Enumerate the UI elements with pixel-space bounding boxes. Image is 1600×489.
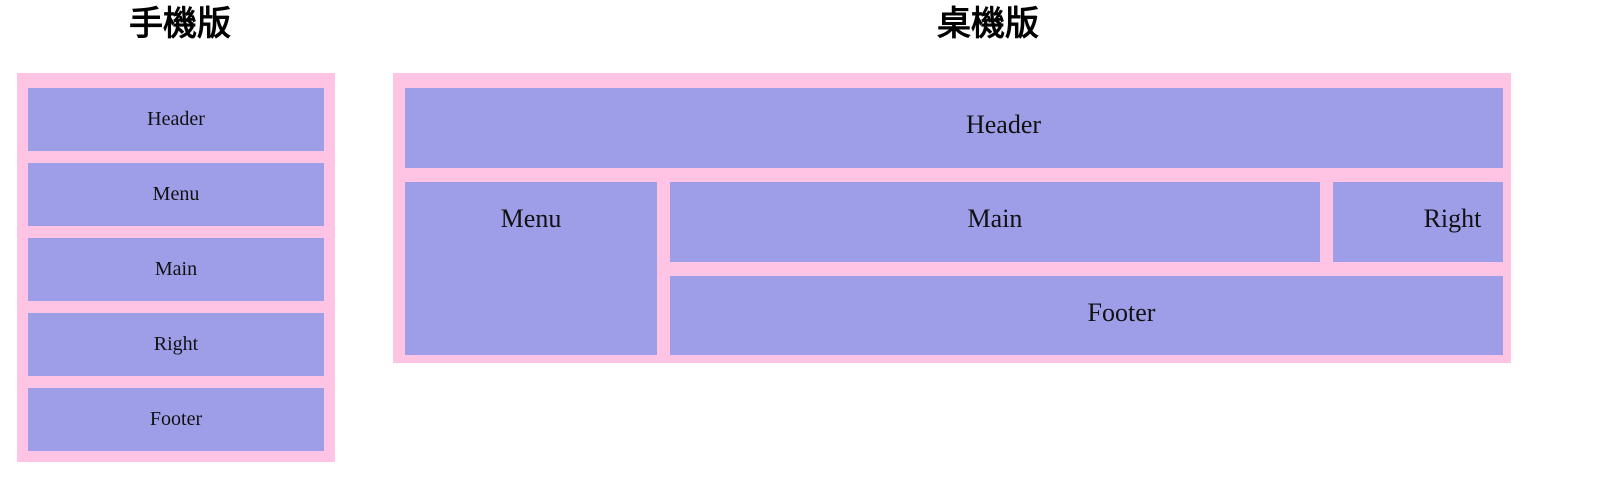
desktop-version-title: 桌機版 — [937, 5, 1039, 43]
desktop-layout-panel: Header Menu Main Right Footer — [393, 73, 1511, 363]
desktop-footer-block: Footer — [670, 276, 1503, 355]
desktop-main-block: Main — [670, 182, 1320, 262]
mobile-layout-panel: Header Menu Main Right Footer — [17, 73, 335, 462]
mobile-menu-block: Menu — [28, 163, 324, 226]
desktop-right-block: Right — [1333, 182, 1503, 262]
mobile-main-block: Main — [28, 238, 324, 301]
mobile-footer-block: Footer — [28, 388, 324, 451]
mobile-header-block: Header — [28, 88, 324, 151]
desktop-header-block: Header — [405, 88, 1503, 168]
desktop-menu-block: Menu — [405, 182, 657, 355]
mobile-version-title: 手機版 — [129, 5, 231, 43]
mobile-right-block: Right — [28, 313, 324, 376]
